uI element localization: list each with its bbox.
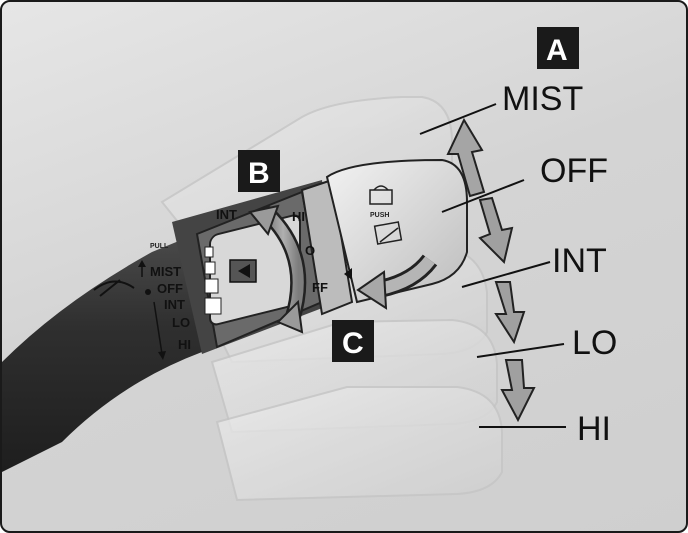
front-wiper-icon: [93, 279, 135, 297]
stalk-label-off: OFF: [157, 281, 183, 296]
position-label-lo: LO: [572, 324, 617, 362]
stalk-labels: PULL PUSH MIST OFF INT LO HI INT HI O FF: [93, 207, 389, 360]
badge-a-text: A: [546, 34, 568, 67]
down-arrow-lo: [494, 281, 526, 345]
stalk-label-hi: HI: [178, 337, 191, 352]
push-arrow-c: [356, 254, 438, 310]
intermittent-bars: [204, 246, 222, 315]
down-arrow-hi: [500, 359, 536, 423]
badge-c: C: [332, 320, 374, 362]
stalk-label-lo: LO: [172, 315, 190, 330]
position-label-hi: HI: [577, 410, 611, 448]
ring-label-hi: HI: [292, 209, 305, 224]
ring-pointer-icon: [344, 268, 352, 280]
position-label-off: OFF: [540, 152, 608, 190]
badge-b-text: B: [248, 157, 270, 190]
ghost-lever-hi: [215, 386, 503, 502]
windshield-wiper-icon: [373, 221, 403, 245]
ring-label-int: INT: [216, 207, 237, 222]
badge-c-text: C: [342, 327, 364, 360]
leader-lines: [419, 103, 566, 428]
down-arrow-icon: [153, 301, 166, 360]
stalk-label-int: INT: [164, 297, 185, 312]
label-pull: PULL: [150, 243, 169, 250]
ring-indicator-icon: [238, 264, 250, 278]
off-dot-icon: [145, 289, 151, 295]
badge-b: B: [238, 150, 280, 192]
washer-push-icon: [369, 185, 393, 205]
label-push: PUSH: [370, 212, 389, 219]
up-arrow-mist: [446, 117, 486, 198]
position-label-mist: MIST: [502, 80, 583, 118]
down-arrow-int: [478, 196, 514, 264]
ring-label-ff: FF: [312, 280, 328, 295]
badge-a: A: [537, 27, 579, 69]
position-label-int: INT: [552, 242, 607, 280]
ring-label-o: O: [305, 243, 315, 258]
mist-pull-arrow-icon: [138, 260, 146, 277]
stalk-label-mist: MIST: [150, 264, 181, 279]
rotate-arrow-b: [248, 204, 307, 334]
